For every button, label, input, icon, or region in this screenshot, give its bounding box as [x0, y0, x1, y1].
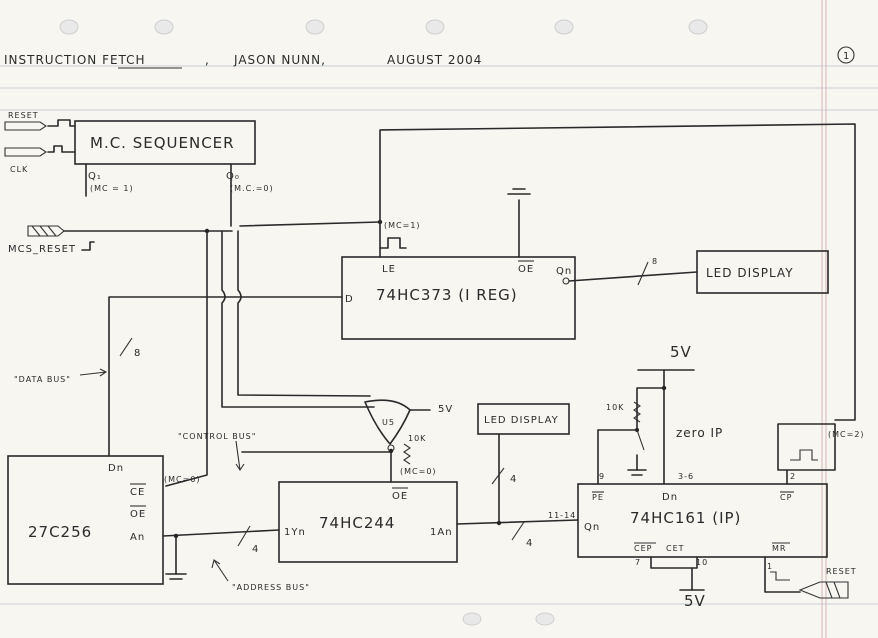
title-separator: , — [205, 53, 210, 67]
control-bus-label: "CONTROL BUS" — [178, 432, 256, 441]
mcs-reset: MCS_RESET — [8, 225, 95, 255]
gate-resistor: 10K — [408, 434, 426, 443]
data-bus: 8 "DATA BUS" — [14, 348, 141, 384]
buffer-out: 1An — [430, 527, 453, 538]
counter-cet-pin: 10 — [696, 558, 708, 567]
eprom-oe: OE — [130, 509, 146, 520]
ireg-oe: OE — [518, 264, 534, 275]
sequencer-q0: Q₀ — [226, 171, 240, 182]
led-display-mid: LED DISPLAY — [477, 403, 570, 435]
counter-chip-label: 74HC161 (IP) — [630, 509, 741, 527]
counter-supply-top: 5V — [670, 343, 692, 361]
counter-mr: MR — [772, 544, 786, 553]
page-title: INSTRUCTION FETCH — [4, 53, 146, 67]
data-bus-width: 8 — [134, 348, 141, 359]
buffer-oe: OE — [392, 491, 408, 502]
sequencer-q1-mc: (MC = 1) — [90, 184, 134, 193]
led-display-top-label: LED DISPLAY — [706, 266, 794, 280]
ireg-chip-label: 74HC373 (I REG) — [376, 286, 518, 304]
counter-cep: CEP — [634, 544, 652, 553]
buffer-in: 1Yn — [284, 527, 306, 538]
ireg-le-mc: (MC=1) — [384, 221, 421, 230]
buffer-width-a: 4 — [252, 544, 259, 555]
counter-qn: Qn — [584, 522, 600, 533]
gate-supply: 5V — [438, 404, 453, 415]
counter-reset: RESET — [826, 567, 857, 576]
counter-zero-label: zero IP — [676, 426, 723, 440]
address-bus-label: "ADDRESS BUS" — [232, 583, 310, 592]
counter-mr-pin: 1 — [767, 562, 773, 571]
counter-qn-pins: 11-14 — [548, 511, 576, 520]
ireg-le: LE — [382, 264, 396, 275]
counter-pe-pin: 9 — [599, 472, 605, 481]
ireg-qn: Qn — [556, 266, 572, 277]
wiring — [63, 123, 856, 593]
counter-cp: CP — [780, 493, 792, 502]
buffer-width-led: 4 — [510, 474, 517, 485]
mcs-reset-label: MCS_RESET — [8, 244, 76, 255]
buffer-chip-label: 74HC244 — [319, 514, 395, 532]
led-display-mid-label: LED DISPLAY — [484, 415, 559, 426]
page-number: 1 — [843, 51, 850, 62]
date: AUGUST 2004 — [387, 53, 482, 67]
sequencer-label: M.C. SEQUENCER — [90, 134, 235, 152]
counter-cet: CET — [666, 544, 685, 553]
counter-dn-pins: 3-6 — [678, 472, 694, 481]
mc-sequencer: M.C. SEQUENCER RESET CLK Q₁ (MC = 1) Q₀ … — [4, 111, 274, 193]
header: INSTRUCTION FETCH , JASON NUNN, AUGUST 2… — [4, 46, 855, 69]
sequencer-reset-label: RESET — [8, 111, 39, 120]
eprom-an: An — [130, 532, 145, 543]
counter-cep-pin: 7 — [635, 558, 641, 567]
punch-holes — [59, 19, 708, 626]
buffer-width-b: 4 — [526, 538, 533, 549]
buffer-chip: 74HC244 OE (MC=0) 1Yn 1An 4 4 4 — [252, 467, 533, 563]
sequencer-q1: Q₁ — [88, 171, 102, 182]
counter-pe: PE — [592, 493, 604, 502]
counter-chip: 74HC161 (IP) PE 9 Dn 3-6 CP 2 (MC=2) Qn … — [548, 343, 865, 610]
counter-cp-pin: 2 — [790, 472, 796, 481]
eprom-chip: 27C256 Dn CE (MC=0) OE An — [7, 455, 201, 585]
sequencer-clk-label: CLK — [10, 165, 28, 174]
author: JASON NUNN, — [233, 53, 326, 67]
ireg-d: D — [345, 294, 354, 305]
eprom-dn: Dn — [108, 463, 124, 474]
eprom-ce-mc: (MC=0) — [164, 475, 201, 484]
data-bus-label: "DATA BUS" — [14, 375, 71, 384]
eprom-chip-label: 27C256 — [28, 523, 92, 541]
ireg-bus-width: 8 — [652, 257, 658, 266]
counter-dn: Dn — [662, 492, 678, 503]
counter-resistor: 10K — [606, 403, 624, 412]
led-display-top: LED DISPLAY 8 — [652, 250, 829, 294]
gate-u5: U5 5V 10K — [364, 399, 453, 465]
counter-supply-bottom: 5V — [684, 592, 706, 610]
buffer-oe-mc: (MC=0) — [400, 467, 437, 476]
gate-label: U5 — [382, 418, 395, 427]
sequencer-q0-mc: (M.C.=0) — [230, 184, 274, 193]
counter-cp-mc: (MC=2) — [828, 430, 865, 439]
ireg-chip: 74HC373 (I REG) LE (MC=1) D OE Qn — [341, 221, 576, 340]
eprom-ce: CE — [130, 487, 145, 498]
